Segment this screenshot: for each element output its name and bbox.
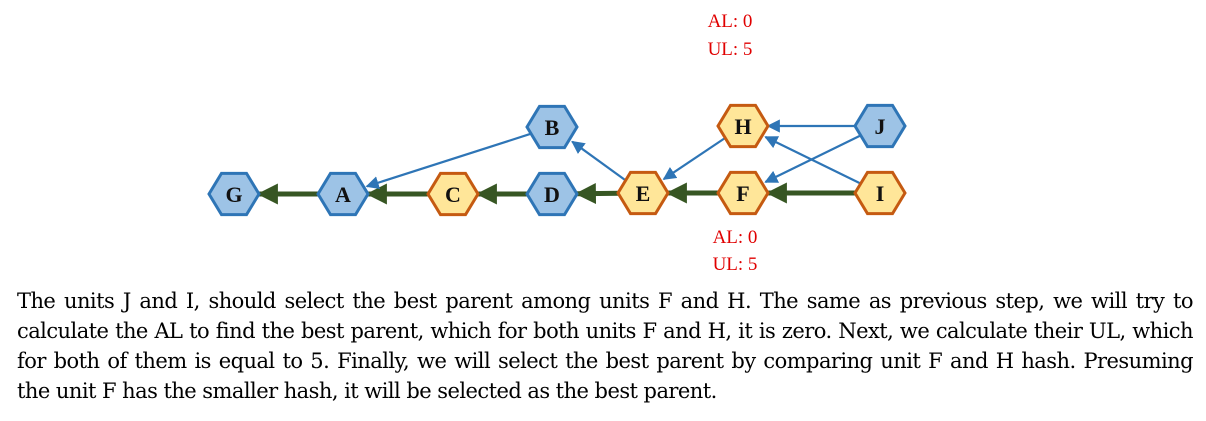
node-hexagon <box>853 170 907 216</box>
node-hexagon <box>616 170 670 216</box>
dag-diagram: G A C D E F I B H J AL: 0 UL: 5 AL: 0 UL: 5 <box>207 11 907 275</box>
node-label: E <box>636 181 651 206</box>
nodes: G A C D E F I B H J <box>207 103 907 217</box>
node-label: D <box>544 182 560 207</box>
node-label: H <box>734 114 751 139</box>
node-label: A <box>335 182 351 207</box>
node-hexagon <box>316 171 370 217</box>
node-d: D <box>525 171 579 217</box>
node-g: G <box>207 171 261 217</box>
node-hexagon <box>716 103 770 149</box>
node-label: I <box>876 181 885 206</box>
node-label: G <box>225 182 242 207</box>
node-e: E <box>616 170 670 216</box>
node-b: B <box>525 104 579 150</box>
node-a: A <box>316 171 370 217</box>
node-h: H <box>716 103 770 149</box>
node-hexagon <box>426 171 480 217</box>
node-c: C <box>426 171 480 217</box>
node-label: C <box>445 182 461 207</box>
edge-h-to-e <box>662 136 727 180</box>
node-f: F <box>716 170 770 216</box>
node-label: B <box>545 115 560 140</box>
metric-f-al: AL: 0 <box>713 227 758 248</box>
node-hexagon <box>853 103 907 149</box>
node-label: J <box>875 114 886 139</box>
edge-b-to-a <box>365 132 534 190</box>
edge-i-to-h <box>764 135 863 186</box>
node-hexagon <box>207 171 261 217</box>
node-hexagon <box>525 104 579 150</box>
edge-e-to-b <box>571 140 628 183</box>
metric-h-al: AL: 0 <box>708 11 753 32</box>
node-label: F <box>736 181 749 206</box>
node-j: J <box>853 103 907 149</box>
edges <box>256 119 863 205</box>
caption-text: The units J and I, should select the bes… <box>17 289 1194 403</box>
node-hexagon <box>525 171 579 217</box>
metric-f-ul: UL: 5 <box>713 254 758 275</box>
node-hexagon <box>716 170 770 216</box>
edge-j-to-f <box>764 133 863 184</box>
metric-h-ul: UL: 5 <box>708 39 753 60</box>
node-i: I <box>853 170 907 216</box>
